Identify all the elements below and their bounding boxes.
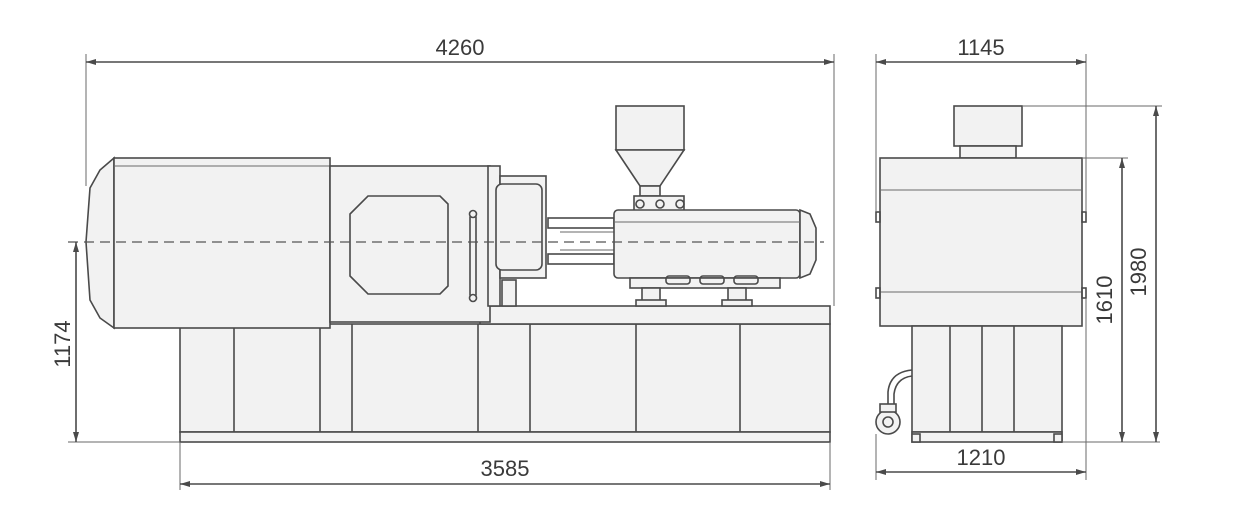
hopper — [614, 105, 691, 223]
front-base-cabinet — [179, 305, 831, 443]
front-view: 4260 3585 1174 — [50, 35, 835, 490]
dim-base-length-label: 3585 — [481, 456, 530, 481]
dim-side-top-width: 1145 — [875, 35, 1087, 212]
dim-side-base-width-label: 1210 — [957, 445, 1006, 470]
platen — [487, 165, 615, 307]
side-view: 1145 1210 1610 1980 — [875, 35, 1162, 480]
dim-center-height: 1174 — [50, 242, 180, 443]
dim-side-body-height-label: 1610 — [1092, 276, 1117, 325]
injection-unit — [613, 208, 817, 307]
dim-side-top-width-label: 1145 — [957, 35, 1004, 60]
dim-side-body-height: 1610 — [1062, 157, 1160, 443]
side-body — [875, 157, 1087, 327]
dim-overall-length: 4260 — [85, 35, 835, 306]
dim-side-total-height-label: 1980 — [1126, 248, 1151, 297]
side-base — [911, 325, 1063, 443]
dim-side-total-height: 1980 — [1022, 105, 1162, 442]
dim-base-length: 3585 — [179, 442, 831, 490]
dim-center-height-label: 1174 — [50, 320, 75, 367]
side-hopper — [953, 105, 1023, 159]
clamp-unit — [85, 156, 491, 330]
dim-side-base-width: 1210 — [875, 298, 1087, 480]
side-hose-pump — [875, 369, 913, 435]
dim-overall-length-label: 4260 — [436, 35, 485, 60]
